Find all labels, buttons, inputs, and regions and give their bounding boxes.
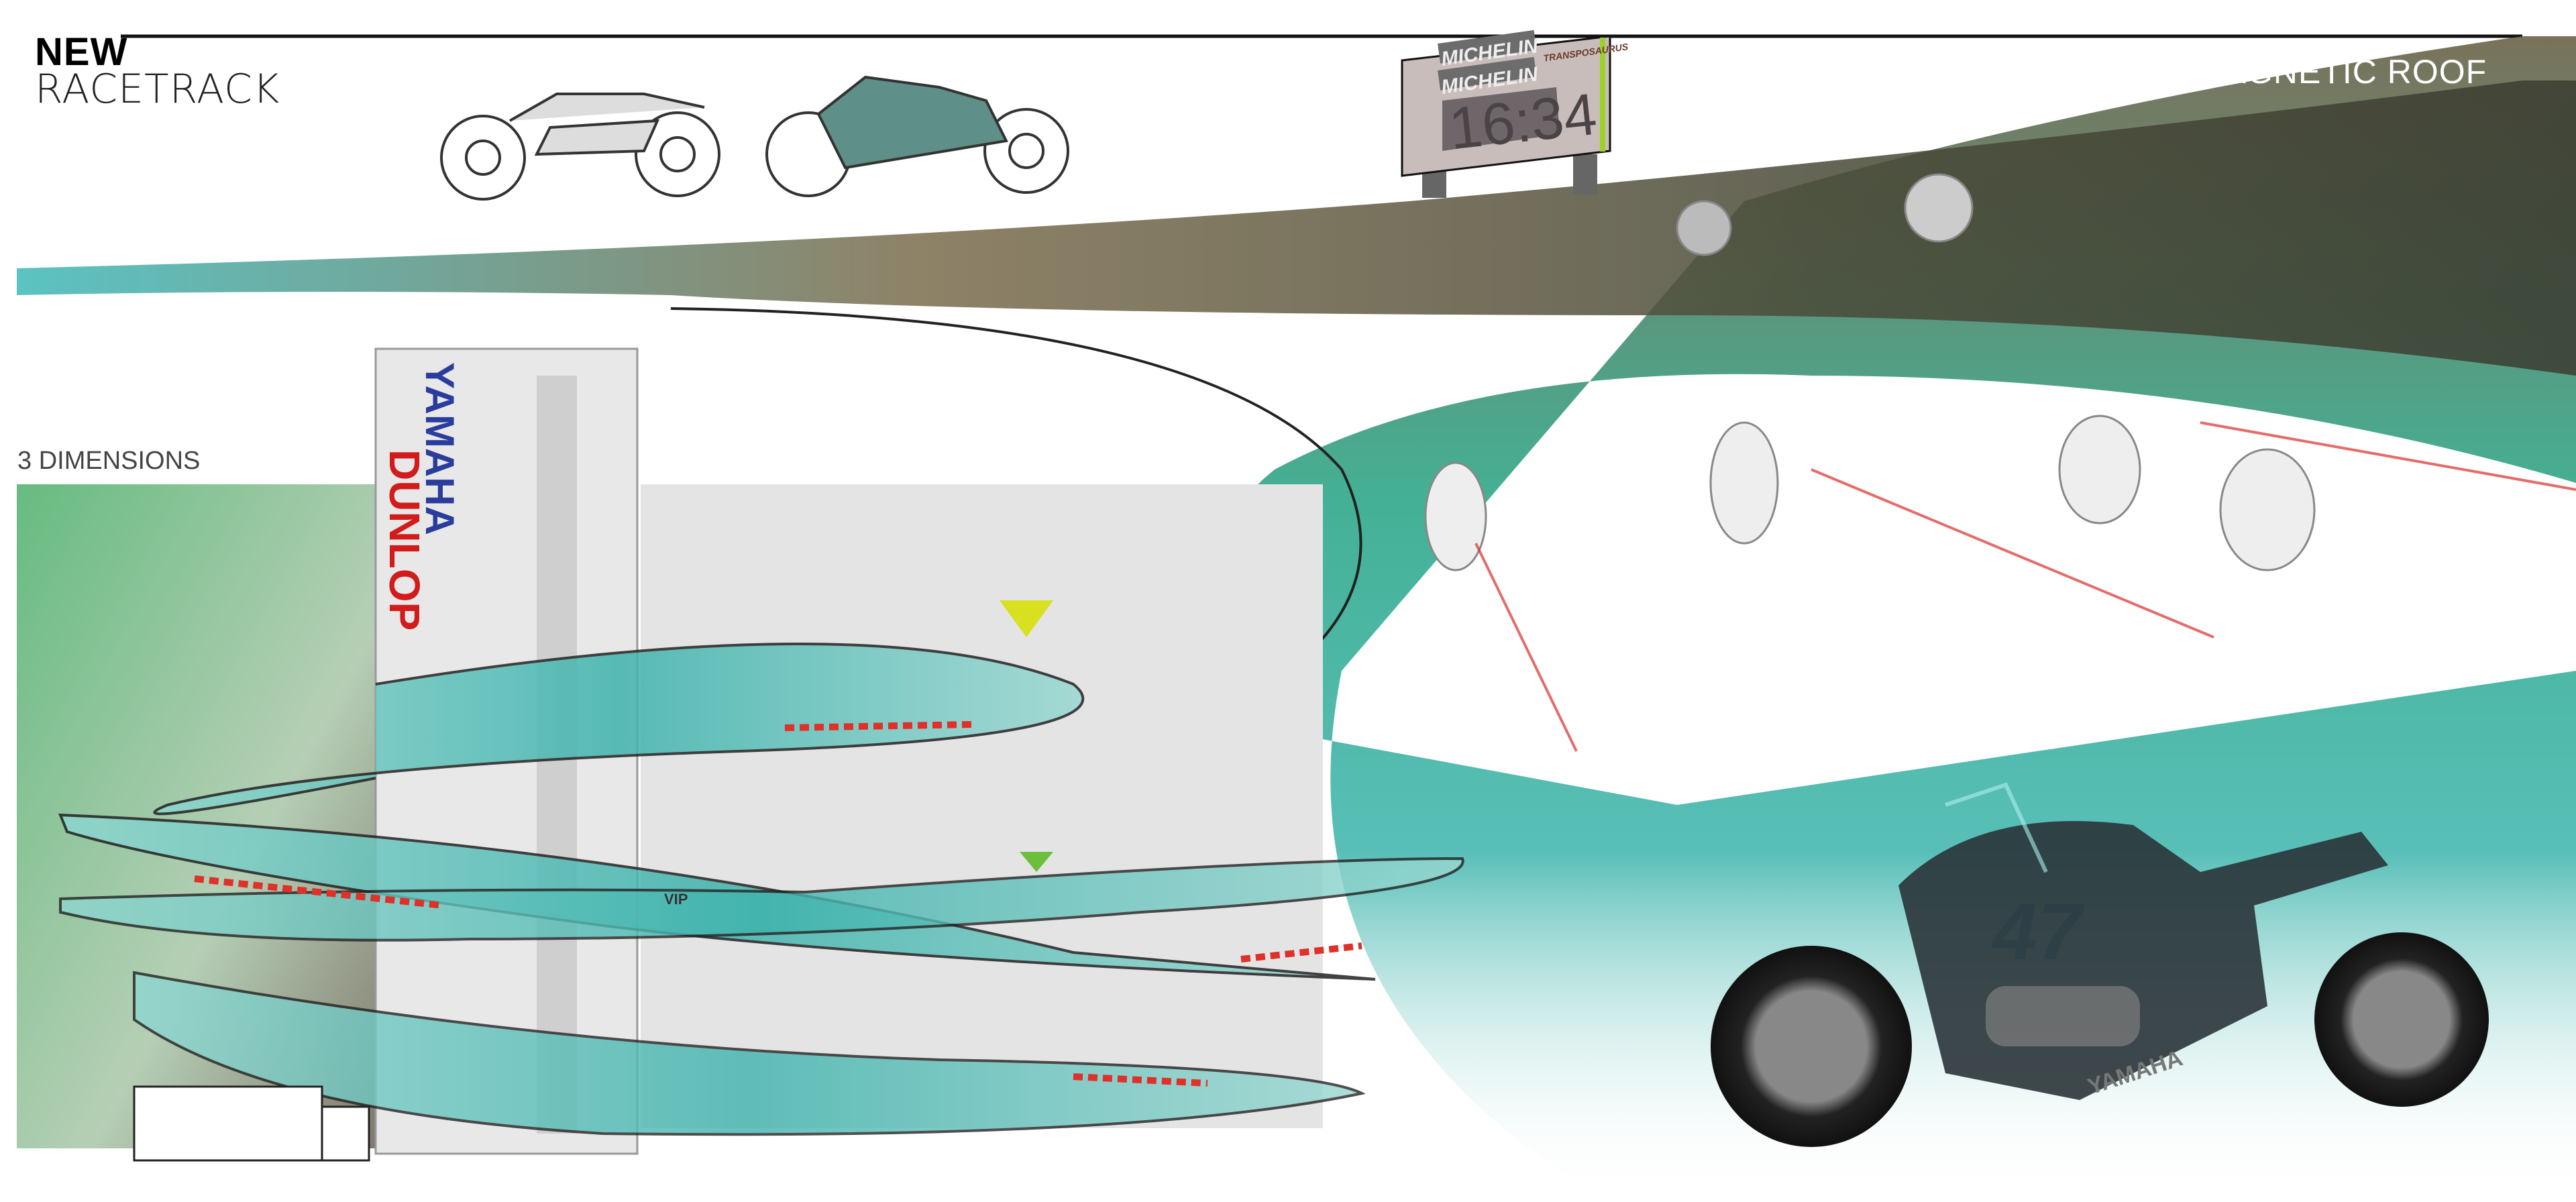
light-trails (1474, 421, 2576, 752)
gray-panel (641, 484, 1323, 1128)
sponsor-dunlop-tower: DUNLOP (380, 449, 429, 631)
truck-sketch (133, 1085, 370, 1162)
scoreboard (1401, 30, 1611, 198)
hero-motorcycle (1711, 782, 2489, 1147)
track-band (17, 80, 2576, 376)
title-new: NEW (35, 30, 128, 74)
red-stripes (194, 721, 1362, 1087)
bike-number: 47 (1992, 887, 2082, 977)
yellow-marker (1000, 600, 1053, 637)
sketch-bike-1 (440, 93, 720, 201)
sketch-bike-2 (765, 75, 1069, 197)
vip-sign: VIP (664, 891, 688, 908)
label-3-dimensions: 3 DIMENSIONS (17, 447, 201, 475)
title-racetrack: RACETRACK (35, 66, 280, 113)
spiral-ramps (58, 643, 1464, 1136)
green-marker (1020, 852, 1053, 872)
label-magnetic-roof: MAGNETIC ROOF (2195, 53, 2487, 91)
riders (1424, 173, 2316, 571)
